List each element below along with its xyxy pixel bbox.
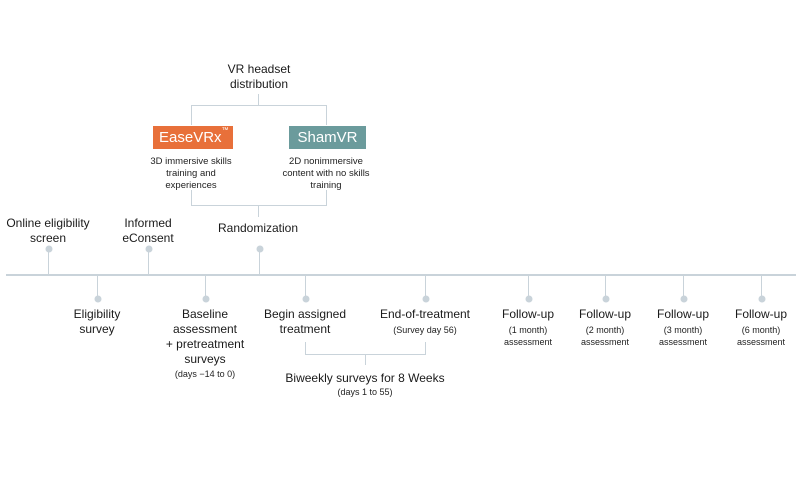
treatment-bracket-right [425, 342, 426, 355]
stem-eligibility-survey [97, 275, 98, 299]
easevrx-description: 3D immersive skills training and experie… [150, 156, 232, 191]
marker-begin-treatment [302, 295, 309, 303]
bracket-left-top [191, 105, 192, 125]
marker-randomization [256, 245, 263, 253]
stem-followup-1 [528, 275, 529, 299]
event-online-eligibility-screen: Online eligibility screen [6, 216, 90, 245]
bracket-bottom-bar [191, 205, 327, 206]
event-eligibility-survey: Eligibility survey [73, 307, 121, 336]
treatment-bracket-stem [365, 354, 366, 365]
easevrx-name: EaseVRx [159, 129, 222, 146]
baseline-days: (days −14 to 0) [174, 369, 236, 379]
marker-eligibility-survey [94, 295, 101, 303]
bracket-stem-top [258, 94, 259, 106]
bracket-right-bottom [326, 190, 327, 206]
stem-followup-3 [683, 275, 684, 299]
event-followup-1-month: Follow-up [501, 307, 555, 321]
followup-2-month-sub: (2 month) assessment [580, 325, 630, 347]
event-begin-assigned-treatment: Begin assigned treatment [263, 307, 347, 336]
bracket-stem-bottom [258, 205, 259, 217]
easevrx-logo: EaseVRx™ [153, 126, 233, 149]
event-followup-6-month: Follow-up [734, 307, 788, 321]
marker-followup-2 [602, 295, 609, 303]
shamvr-name: ShamVR [297, 129, 358, 146]
stem-followup-2 [605, 275, 606, 299]
stem-online-screen [48, 248, 49, 275]
marker-online-screen [45, 245, 52, 253]
stem-randomization [259, 248, 260, 275]
event-baseline-assessment: Baseline assessment + pretreatment surve… [165, 307, 245, 366]
treatment-bracket-left [305, 342, 306, 355]
bracket-left-bottom [191, 190, 192, 206]
event-informed-econsent: Informed eConsent [122, 216, 174, 245]
marker-econsent [145, 245, 152, 253]
stem-begin-treatment [305, 275, 306, 299]
end-of-treatment-day: (Survey day 56) [393, 325, 457, 335]
followup-3-month-sub: (3 month) assessment [658, 325, 708, 347]
stem-followup-6 [761, 275, 762, 299]
event-followup-3-month: Follow-up [656, 307, 710, 321]
timeline-axis [6, 274, 796, 276]
biweekly-surveys-days: (days 1 to 55) [337, 387, 393, 397]
stem-end-of-treatment [425, 275, 426, 299]
stem-baseline [205, 275, 206, 299]
marker-followup-3 [680, 295, 687, 303]
bracket-top-bar [191, 105, 327, 106]
event-end-of-treatment: End-of-treatment [379, 307, 471, 321]
stem-econsent [148, 248, 149, 275]
headset-distribution-label: VR headset distribution [227, 62, 291, 91]
marker-followup-6 [758, 295, 765, 303]
marker-baseline [202, 295, 209, 303]
marker-end-of-treatment [422, 295, 429, 303]
marker-followup-1 [525, 295, 532, 303]
shamvr-description: 2D nonimmersive content with no skills t… [282, 156, 370, 191]
event-followup-2-month: Follow-up [578, 307, 632, 321]
followup-1-month-sub: (1 month) assessment [503, 325, 553, 347]
biweekly-surveys-label: Biweekly surveys for 8 Weeks [285, 371, 445, 385]
event-randomization: Randomization [217, 221, 299, 235]
followup-6-month-sub: (6 month) assessment [736, 325, 786, 347]
shamvr-logo: ShamVR [289, 126, 366, 149]
trademark-mark: ™ [221, 127, 229, 134]
bracket-right-top [326, 105, 327, 125]
